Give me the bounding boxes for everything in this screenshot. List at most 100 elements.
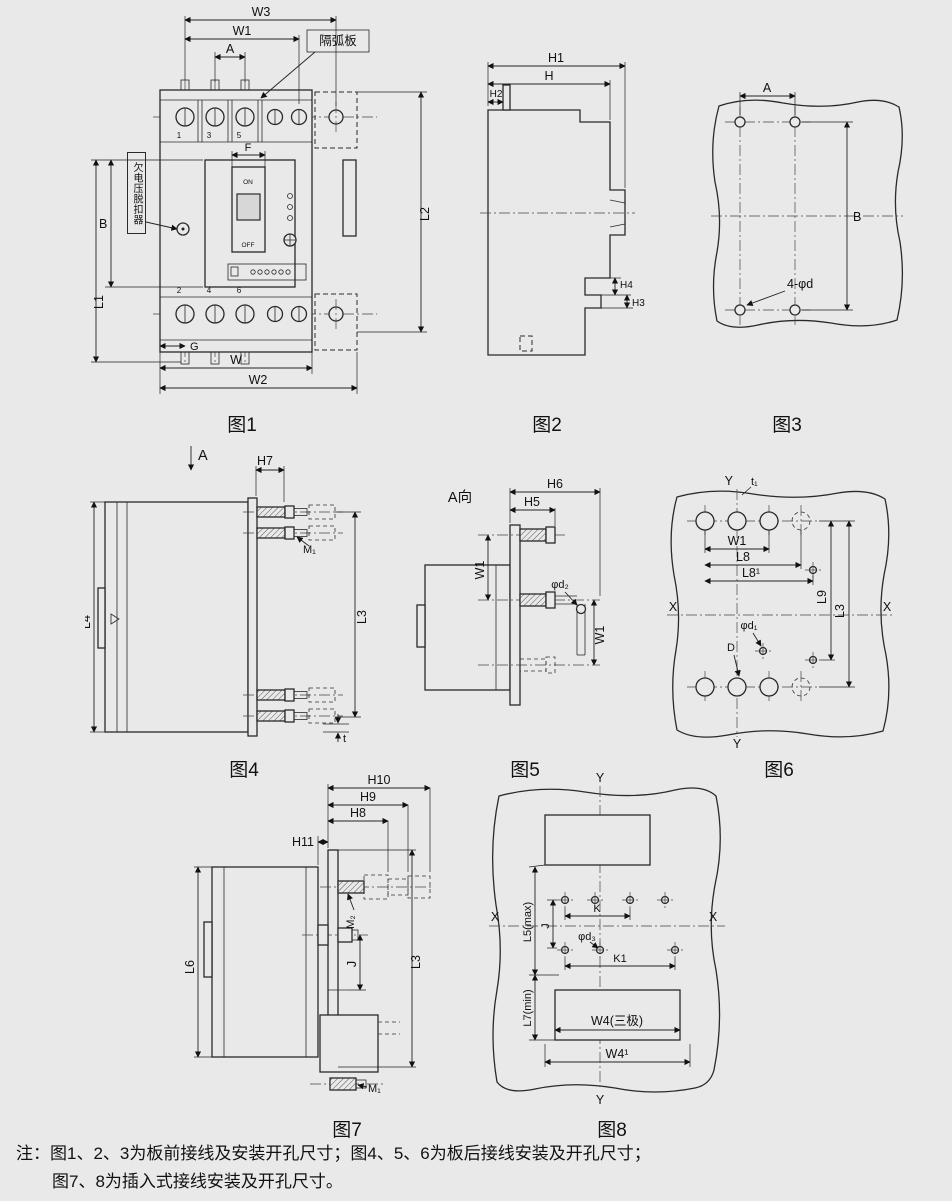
fig5-dimensions: H6 H5 φd₂ W1 W1 <box>473 478 607 666</box>
fig4-section-arrow: A <box>187 446 208 471</box>
fig1-arc-plate-callout: 隔弧板 <box>260 29 370 99</box>
fig4-dim-h7: H7 <box>257 454 273 468</box>
fig8-dimensions: Y X X K J L5(max) φd₃ K1 L7(min) W4(三极) … <box>491 771 718 1107</box>
notes-line-2: 图7、8为插入式接线安装及开孔尺寸。 <box>52 1171 343 1191</box>
fig3-panel-outline <box>712 99 904 328</box>
fig2-dim-h3: H3 <box>632 298 645 309</box>
notes-block: 注：图1、2、3为板前接线及安装开孔尺寸；图4、5、6为板后接线安装及开孔尺寸；… <box>16 1140 651 1195</box>
fig8-dim-w4: W4(三极) <box>591 1014 643 1028</box>
fig7-dim-l3: L3 <box>409 955 423 969</box>
fig7-dim-j: J <box>345 961 359 967</box>
fig3-dimensions: A B 4-φd <box>739 82 861 311</box>
fig1-terminal-2: 2 <box>177 286 182 295</box>
figure-4-caption: 图4 <box>229 760 259 781</box>
fig4-breaker-body <box>97 497 258 737</box>
fig1-undervoltage-release-label: 欠电压脱扣器 <box>127 152 146 234</box>
fig5-dim-h5: H5 <box>524 495 540 509</box>
fig7-breaker-body <box>203 849 339 1068</box>
fig1-bottom-terminals: 2 4 6 <box>175 286 308 324</box>
fig5-dim-d2: φd₂ <box>551 579 569 591</box>
fig6-axis-x-left: X <box>669 600 678 614</box>
fig7-base-and-bottom-stud <box>310 1014 400 1091</box>
fig6-dim-d1: φd₁ <box>741 620 758 632</box>
fig1-terminal-1: 1 <box>177 131 182 140</box>
fig1-dim-l2: L2 <box>418 207 432 221</box>
fig1-terminal-3: 3 <box>207 131 212 140</box>
fig2-dim-h4: H4 <box>620 280 633 291</box>
fig7-dimensions: H10 H9 H8 H11 M₂ J L3 L6 M₁ <box>183 773 431 1095</box>
fig8-dim-w41: W4¹ <box>606 1047 629 1061</box>
fig1-undervoltage-leader <box>145 221 178 231</box>
fig7-dim-l6: L6 <box>183 960 197 974</box>
fig1-switch-face: ON OFF <box>176 159 307 288</box>
fig1-dim-a: A <box>226 42 235 56</box>
fig2-dim-h1: H1 <box>548 51 564 65</box>
fig5-dim-h6: H6 <box>547 478 563 491</box>
fig6-axis-x-right: X <box>883 600 892 614</box>
figure-7-caption: 图7 <box>332 1120 362 1141</box>
fig6-dim-d: D <box>727 642 735 654</box>
fig4-dimensions: H7 M₁ t L4 L3 <box>85 454 369 745</box>
figure-3-caption: 图3 <box>772 415 802 436</box>
figure-2-caption: 图2 <box>532 415 562 436</box>
figure-5-caption: 图5 <box>510 760 540 781</box>
fig8-axis-y-top: Y <box>596 771 605 785</box>
fig7-dim-h9: H9 <box>360 790 376 804</box>
fig2-dimensions: H1 H H2 H4 H3 <box>487 51 645 309</box>
fig2-profile <box>480 84 635 356</box>
fig3-hole-callout: 4-φd <box>787 277 813 291</box>
fig6-dim-w1: W1 <box>728 534 747 548</box>
fig6-dim-l8: L8 <box>736 550 750 564</box>
fig6-axis-y-top: Y <box>725 475 734 488</box>
fig8-dim-k: K <box>593 903 601 915</box>
fig5-dim-w1-lower: W1 <box>593 626 607 645</box>
fig8-axis-x-left: X <box>491 910 500 924</box>
fig6-panel-outline <box>670 490 890 738</box>
figure-2-side-view: H1 H H2 H4 H3 <box>480 51 645 356</box>
fig3-dim-a: A <box>763 82 772 95</box>
fig8-axis-x-right: X <box>709 910 718 924</box>
fig1-terminal-6: 6 <box>237 286 242 295</box>
fig7-top-stud <box>320 874 432 900</box>
fig8-holes <box>557 892 683 958</box>
fig4-dim-l4: L4 <box>85 615 93 629</box>
fig1-dimensions: W3 W1 A F B L1 L2 G W W2 <box>91 5 432 394</box>
fig6-dim-l3: L3 <box>833 604 847 618</box>
fig5-dim-w1-upper: W1 <box>473 561 487 580</box>
fig7-dim-h11: H11 <box>292 835 314 849</box>
figure-8-drilling-pattern: Y X X K J L5(max) φd₃ K1 L7(min) W4(三极) … <box>489 771 725 1107</box>
fig1-mounting-bracket <box>314 91 358 351</box>
fig7-dim-h10: H10 <box>368 773 391 787</box>
fig1-dim-w3: W3 <box>252 5 271 19</box>
fig7-dim-m2: M₂ <box>345 915 357 928</box>
fig8-dim-k1: K1 <box>613 953 626 965</box>
fig1-dim-w2: W2 <box>249 373 268 387</box>
figure-5-view-a: A向 H6 H5 φd₂ W1 W1 <box>416 478 607 706</box>
fig1-off-label: OFF <box>242 242 255 249</box>
fig4-dim-l3: L3 <box>355 610 369 624</box>
fig1-top-terminals: 1 3 5 <box>175 107 308 140</box>
figure-6-drilling-pattern: Y t₁ W1 L8 L8¹ L9 L3 X X φd₁ D Y <box>667 475 893 751</box>
fig8-dim-d3: φd₃ <box>578 931 596 943</box>
fig5-studs <box>478 526 600 674</box>
fig8-axis-y-bottom: Y <box>596 1093 605 1107</box>
fig1-dim-f: F <box>245 142 252 154</box>
figure-8-caption: 图8 <box>597 1120 627 1141</box>
fig1-dim-w: W <box>230 353 242 367</box>
figure-1-front-view: 1 3 5 2 4 6 ON OFF 隔弧板 <box>91 5 432 394</box>
fig6-holes <box>695 511 821 697</box>
fig4-section-label: A <box>198 448 208 464</box>
fig4-dim-t: t <box>343 733 346 745</box>
fig7-dim-m1: M₁ <box>368 1083 381 1095</box>
fig1-terminal-5: 5 <box>237 131 242 140</box>
fig4-dim-m1: M₁ <box>303 544 316 556</box>
fig1-dim-g: G <box>190 341 199 353</box>
fig6-axis-y-bottom: Y <box>733 737 742 751</box>
fig1-dim-b: B <box>99 217 107 231</box>
fig6-dim-l81: L8¹ <box>742 566 760 580</box>
fig8-dim-l5: L5(max) <box>522 902 534 942</box>
figure-7-plug-in-view: H10 H9 H8 H11 M₂ J L3 L6 M₁ <box>183 773 432 1095</box>
fig3-dim-b: B <box>853 210 861 224</box>
fig1-terminal-4: 4 <box>207 286 212 295</box>
